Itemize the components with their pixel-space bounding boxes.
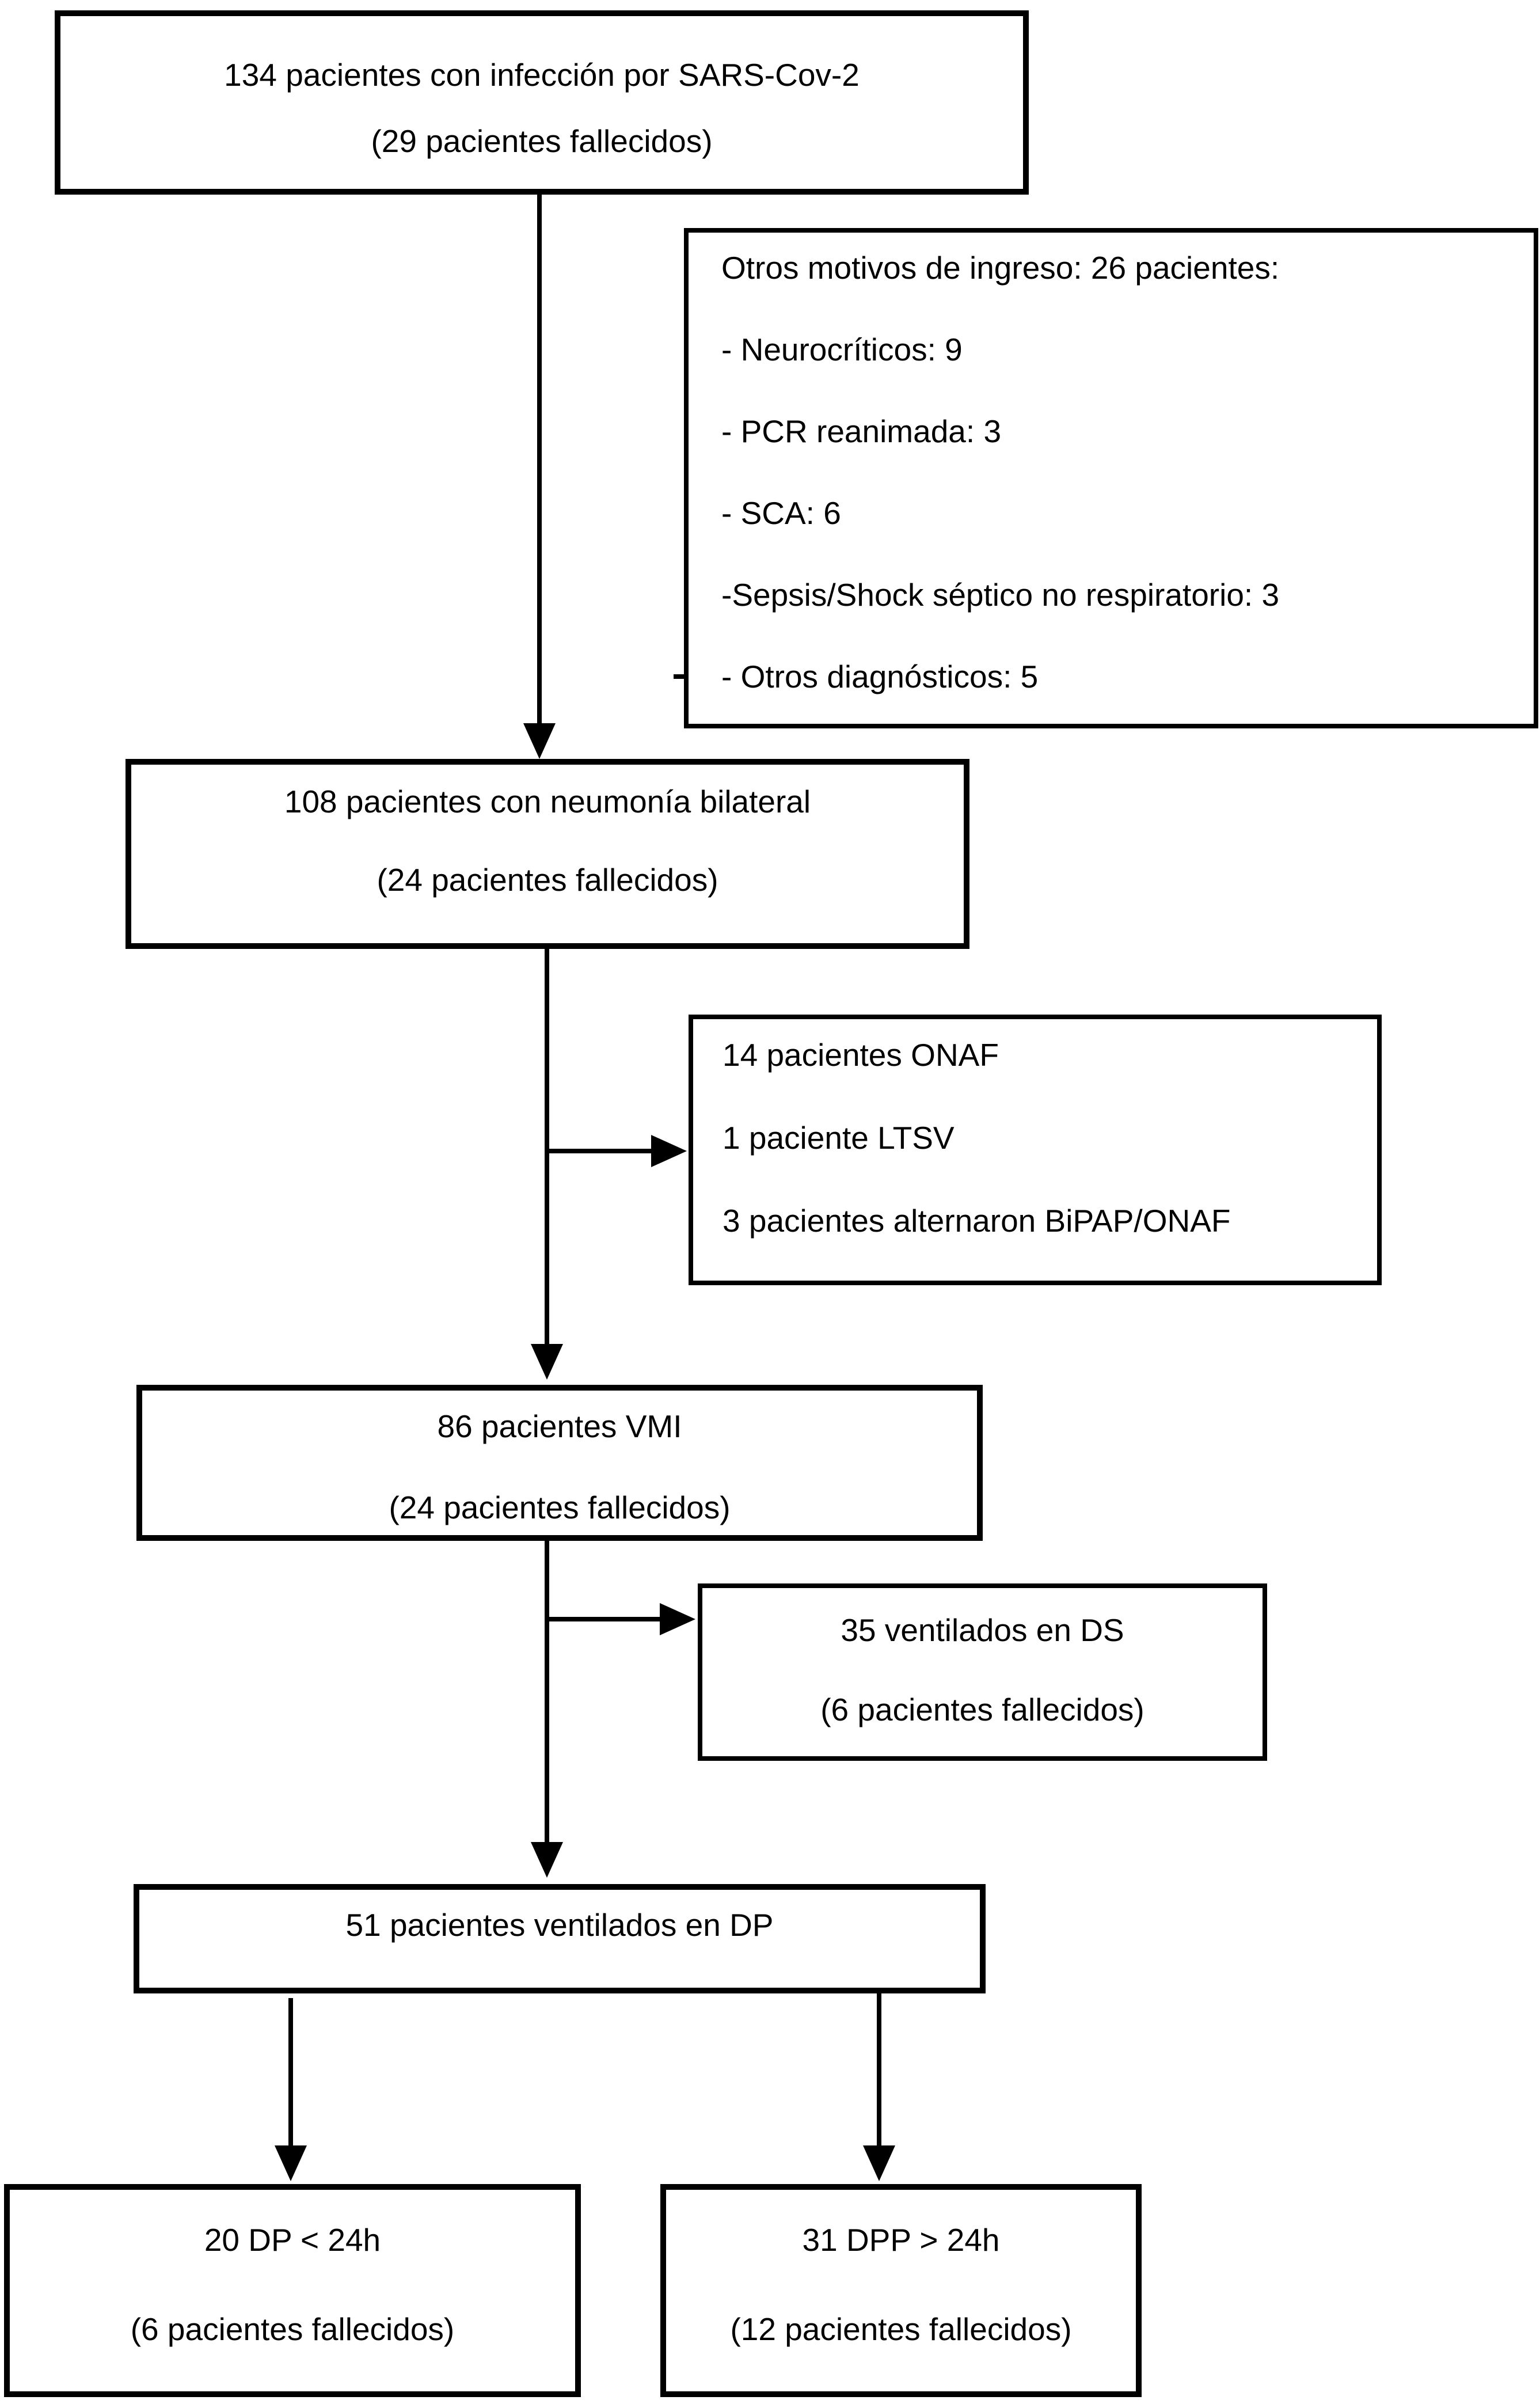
box-line: 14 pacientes ONAF: [723, 1037, 999, 1073]
arrow-line-vmi-to-dp: [545, 1541, 549, 1843]
box-line: (24 pacientes fallecidos): [377, 862, 718, 898]
arrow-line-pneumonia-to-vmi: [545, 949, 549, 1345]
arrowhead-vmi-to-dp: [531, 1842, 563, 1878]
arrow-line-branch-onaf: [547, 1149, 653, 1153]
arrowhead-pneumonia-to-vmi: [531, 1344, 563, 1380]
arrow-line-infection-to-pneumonia: [537, 195, 542, 727]
box-line: (29 pacientes fallecidos): [371, 123, 713, 159]
box-other-admissions: Otros motivos de ingreso: 26 pacientes: …: [684, 228, 1538, 728]
box-line: -Sepsis/Shock séptico no respiratorio: 3: [721, 577, 1280, 613]
box-onaf-ltsv-bipap: 14 pacientes ONAF 1 paciente LTSV 3 paci…: [689, 1015, 1382, 1285]
box-line: 31 DPP > 24h: [802, 2222, 1000, 2258]
box-vmi: 86 pacientes VMI (24 pacientes fallecido…: [136, 1385, 983, 1541]
box-line: 3 pacientes alternaron BiPAP/ONAF: [723, 1203, 1231, 1239]
box-line: Otros motivos de ingreso: 26 pacientes:: [721, 250, 1280, 286]
arrowhead-dp-to-dp24: [275, 2145, 307, 2181]
arrowhead-branch-ds: [660, 1603, 695, 1635]
box-dp-ventilated: 51 pacientes ventilados en DP: [134, 1884, 986, 1993]
box-dp-under-24h: 20 DP < 24h (6 pacientes fallecidos): [4, 2184, 581, 2397]
box-line: 86 pacientes VMI: [437, 1408, 682, 1444]
arrow-line-branch-ds: [547, 1617, 662, 1621]
box-line: (12 pacientes fallecidos): [730, 2311, 1072, 2347]
arrow-line-dp-to-dpp24: [877, 1993, 881, 2146]
connector-tick-other-admissions: [674, 674, 685, 679]
arrowhead-dp-to-dpp24: [863, 2145, 895, 2181]
box-line: (24 pacientes fallecidos): [389, 1490, 731, 1525]
arrowhead-branch-onaf: [651, 1135, 687, 1167]
box-line: - Neurocríticos: 9: [721, 332, 963, 367]
box-line: 1 paciente LTSV: [723, 1120, 955, 1156]
box-line: - Otros diagnósticos: 5: [721, 659, 1039, 694]
box-line: 35 ventilados en DS: [841, 1612, 1124, 1648]
box-sars-infection: 134 pacientes con infección por SARS-Cov…: [55, 10, 1029, 195]
box-ds-ventilated: 35 ventilados en DS (6 pacientes falleci…: [698, 1583, 1267, 1761]
box-line: - PCR reanimada: 3: [721, 413, 1002, 449]
arrow-line-dp-to-dp24: [288, 1998, 293, 2146]
box-line: (6 pacientes fallecidos): [820, 1692, 1144, 1727]
box-bilateral-pneumonia: 108 pacientes con neumonía bilateral (24…: [126, 759, 969, 949]
arrowhead-infection-to-pneumonia: [523, 723, 556, 759]
box-line: 134 pacientes con infección por SARS-Cov…: [224, 57, 860, 93]
box-line: 51 pacientes ventilados en DP: [345, 1907, 774, 1943]
box-line: 108 pacientes con neumonía bilateral: [284, 784, 811, 819]
box-dpp-over-24h: 31 DPP > 24h (12 pacientes fallecidos): [660, 2184, 1142, 2397]
box-line: (6 pacientes fallecidos): [130, 2311, 455, 2347]
box-line: - SCA: 6: [721, 495, 841, 531]
box-line: 20 DP < 24h: [204, 2222, 381, 2258]
